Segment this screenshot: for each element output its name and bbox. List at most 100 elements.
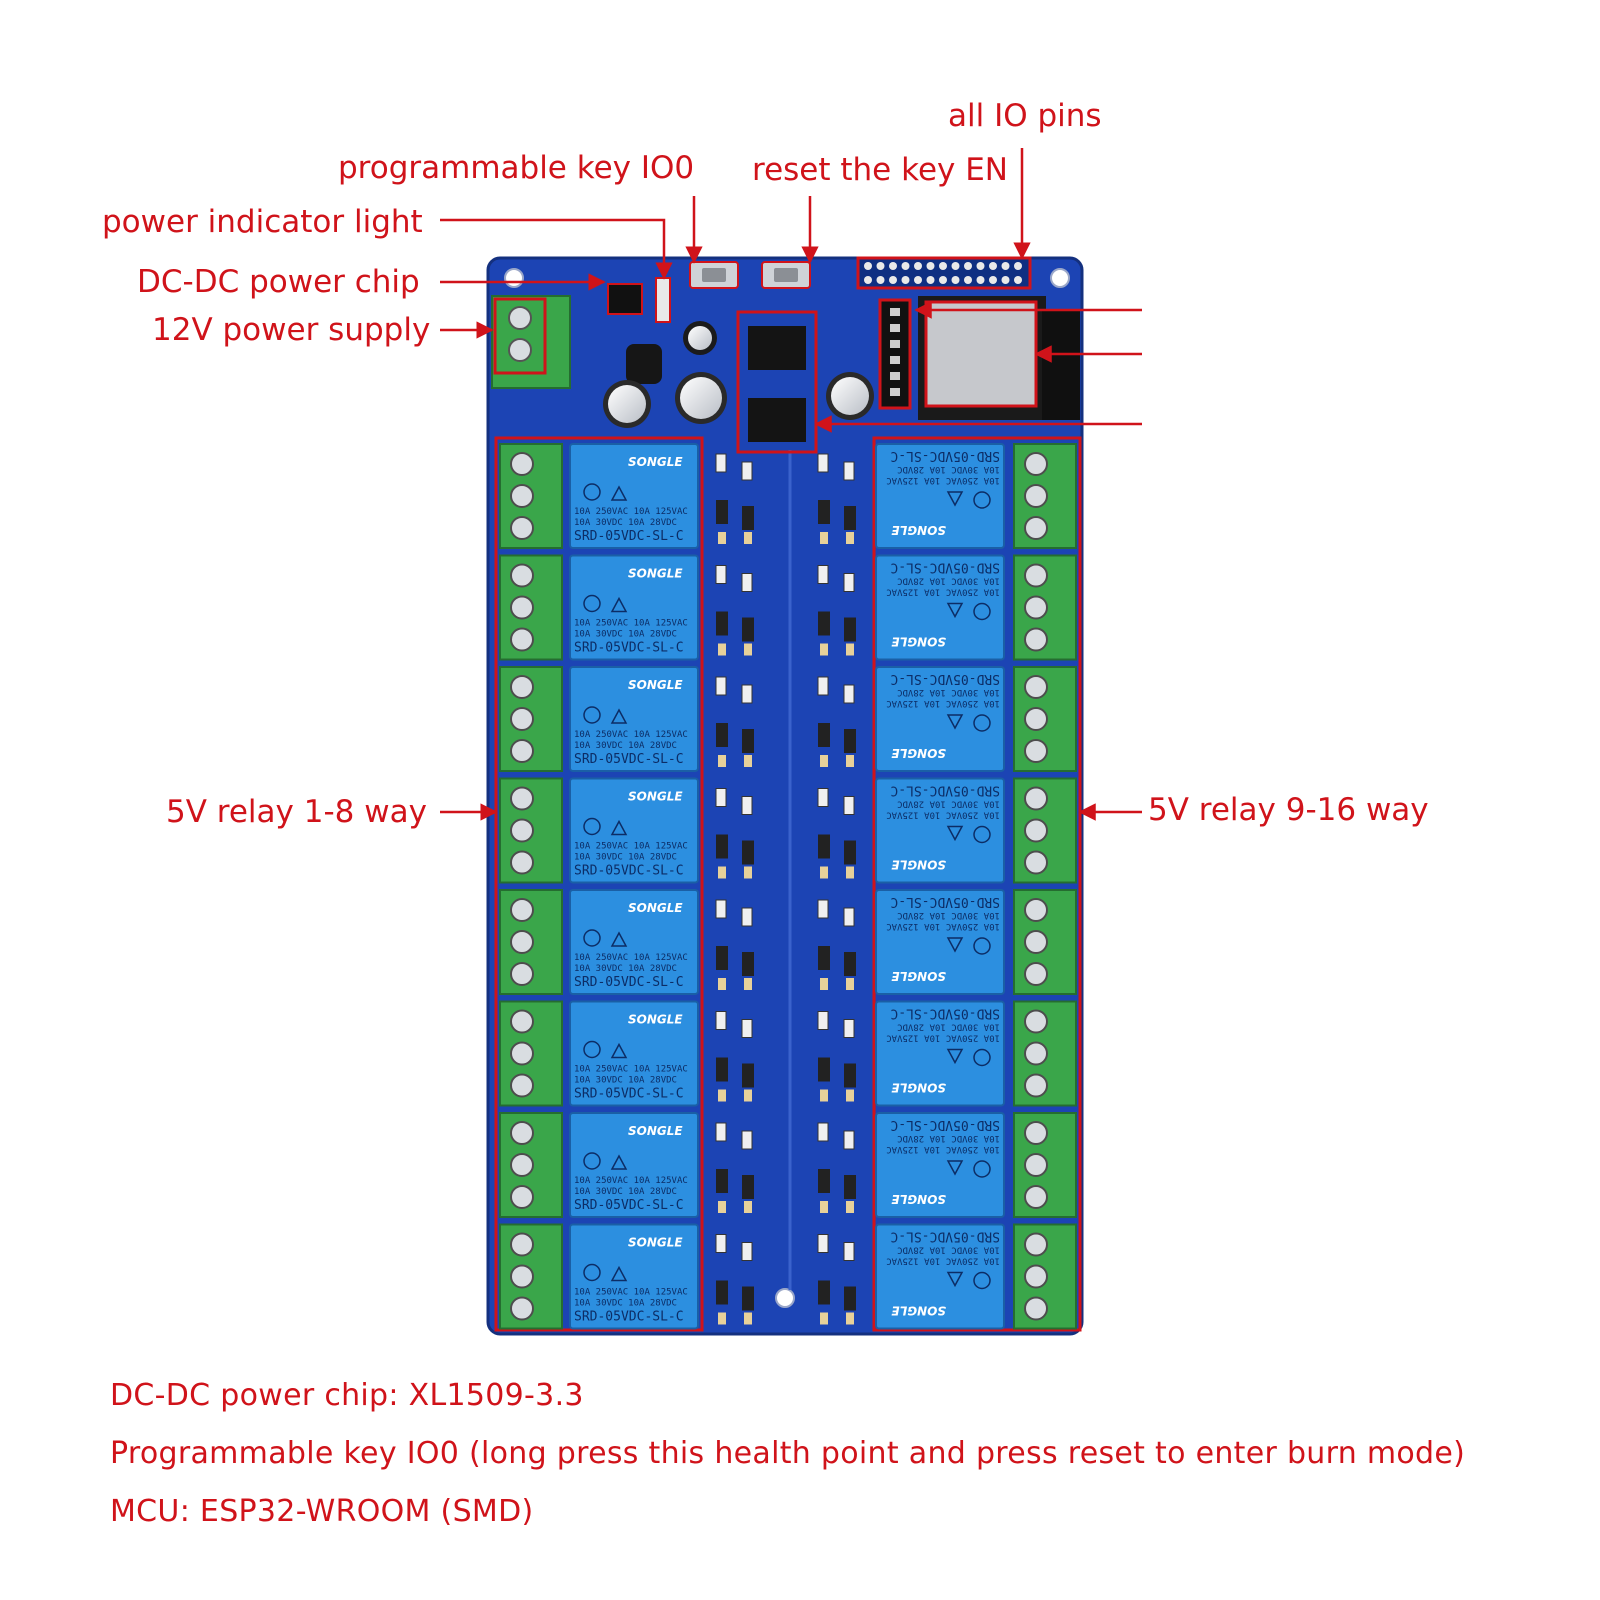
cqc-mark (583, 1263, 601, 1282)
smd-transistor (716, 611, 728, 636)
smd-transistor (844, 952, 856, 976)
terminal-screw (510, 1041, 534, 1066)
header-pin (876, 276, 885, 284)
terminal-screw (510, 516, 534, 540)
smd-diode (744, 1089, 752, 1102)
relay-rating-1: 10A 250VAC 10A 125VAC (886, 1033, 1000, 1043)
terminal-screw (1024, 739, 1048, 763)
smd-transistor (844, 617, 856, 642)
mount-hole-top-left (504, 268, 524, 288)
terminal-screw (1024, 850, 1048, 875)
relay-brand: SONGLE (891, 746, 946, 760)
relay-rating-2: 10A 30VDC 10A 28VDC (574, 853, 677, 863)
terminal-screw (1024, 627, 1048, 652)
warning-mark (946, 937, 964, 953)
smd-resistor (843, 1242, 855, 1261)
smd-resistor (715, 1122, 727, 1142)
relay-model: SRD-05VDC-SL-C (890, 783, 1000, 798)
relay-body (875, 1000, 1005, 1107)
header-pin (864, 262, 872, 270)
header-pin (964, 262, 972, 270)
header-pin (890, 388, 900, 396)
relay-rating-2: 10A 30VDC 10A 28VDC (897, 687, 1000, 697)
cqc-mark (583, 483, 601, 501)
power-led (655, 277, 671, 323)
smd-diode (718, 643, 726, 656)
relay-rating-1: 10A 250VAC 10A 125VAC (574, 1176, 688, 1186)
relay-body (875, 777, 1005, 884)
smd-transistor (742, 1063, 754, 1088)
smd-diode (744, 866, 752, 879)
relay-rating-2: 10A 30VDC 10A 28VDC (574, 1076, 677, 1086)
terminal-screw (1024, 1041, 1048, 1066)
smd-transistor (844, 729, 856, 753)
smd-transistor (844, 1286, 856, 1311)
relay-rating-2: 10A 30VDC 10A 28VDC (897, 1245, 1000, 1255)
terminal-screw (510, 675, 534, 699)
smd-transistor (818, 1280, 830, 1305)
header-pin (939, 276, 947, 284)
header-pin (890, 308, 900, 316)
smd-transistor (742, 1286, 754, 1311)
smd-transistor (716, 500, 728, 524)
terminal-screw (1024, 595, 1048, 620)
relay-body (569, 1112, 699, 1218)
note-mcu: MCU: ESP32-WROOM (SMD) (110, 1494, 534, 1529)
smd-diode (718, 978, 726, 990)
smd-transistor (742, 617, 754, 642)
header-pin (964, 276, 972, 284)
relay-model: SRD-05VDC-SL-C (574, 975, 684, 990)
warning-mark (610, 1042, 628, 1059)
terminal-screw (510, 1296, 534, 1321)
cqc-mark (583, 1040, 601, 1059)
smd-diode (718, 1201, 726, 1213)
smd-diode (744, 1312, 752, 1325)
smd-diode (820, 643, 828, 656)
warning-mark (946, 714, 964, 730)
cqc-mark (973, 937, 991, 955)
terminal-screw (510, 1009, 534, 1034)
smd-diode (718, 755, 726, 767)
relay-rating-1: 10A 250VAC 10A 125VAC (886, 921, 1000, 931)
smd-transistor (742, 506, 754, 530)
relay-rating-1: 10A 250VAC 10A 125VAC (574, 1065, 688, 1075)
smd-diode (820, 866, 828, 879)
smd-resistor (715, 1011, 727, 1030)
smd-transistor (844, 1063, 856, 1088)
smd-resistor (843, 796, 855, 815)
header-pin (1014, 276, 1022, 284)
smd-diode (846, 1201, 854, 1213)
relay-body (569, 1223, 699, 1330)
terminal-screw (1024, 516, 1048, 540)
smd-resistor (817, 565, 829, 584)
cqc-mark (583, 1152, 601, 1170)
smd-transistor (742, 729, 754, 753)
terminal-screw (510, 930, 534, 954)
terminal-screw (1024, 1009, 1048, 1034)
note-chip: DC-DC power chip: XL1509-3.3 (110, 1378, 584, 1413)
header-pin (914, 276, 922, 284)
relay-model: SRD-05VDC-SL-C (890, 1229, 1000, 1244)
terminal-screw (510, 786, 534, 811)
smd-diode (846, 978, 854, 990)
relay-body (875, 889, 1005, 995)
terminal-screw (1024, 962, 1048, 986)
terminal-screw (1024, 1185, 1048, 1209)
warning-mark (610, 1154, 628, 1170)
smd-diode (820, 1089, 828, 1102)
smd-diode (744, 532, 752, 544)
